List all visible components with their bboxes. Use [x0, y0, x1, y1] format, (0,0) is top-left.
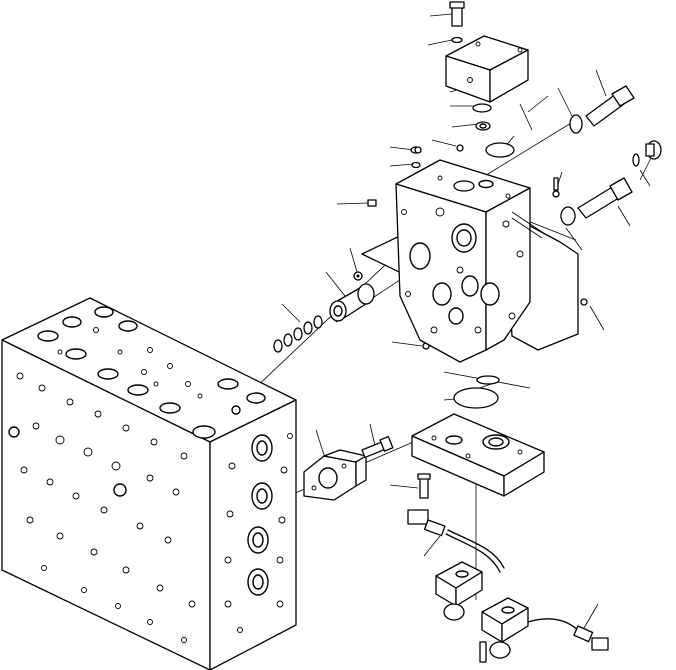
solenoid-valve-lower	[479, 597, 529, 663]
bottom-bolt	[417, 473, 431, 499]
main-control-valve-body	[1, 297, 297, 670]
top-face-ports	[37, 306, 266, 439]
plug	[645, 140, 662, 160]
top-cover-block	[445, 35, 529, 103]
bottom-cover-block	[411, 413, 545, 497]
o-rings	[410, 103, 640, 409]
harness-connector-lower	[527, 618, 609, 651]
harness-connector-upper	[407, 509, 505, 573]
spring-stack	[273, 315, 323, 353]
small-bolts-right	[367, 144, 588, 306]
long-bolt-upper	[585, 85, 635, 127]
long-bolt	[577, 177, 633, 219]
flange-adapter	[303, 449, 367, 501]
solenoid-valve-upper	[435, 561, 483, 621]
short-bolt	[361, 435, 394, 459]
side-face-ports	[224, 433, 293, 633]
spool-sleeve	[329, 283, 375, 322]
front-face-holes	[8, 372, 196, 643]
top-bolt	[449, 1, 465, 44]
